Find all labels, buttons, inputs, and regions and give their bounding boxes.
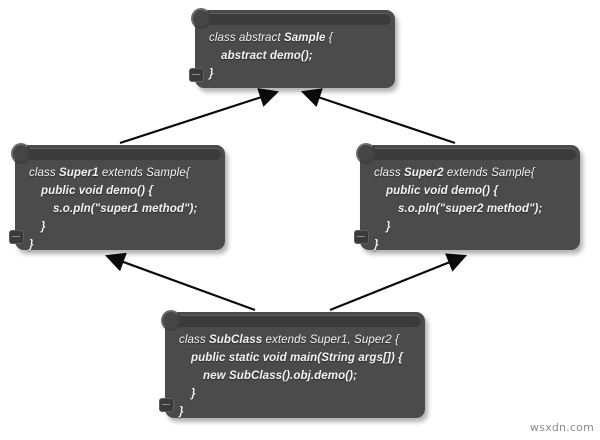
box-titlebar xyxy=(199,13,391,25)
class-name-sample: Sample xyxy=(284,32,326,44)
corner-tab-icon xyxy=(9,230,24,244)
box-titlebar xyxy=(19,148,221,160)
corner-tab-icon xyxy=(159,398,174,412)
code-line-declaration: class Super1 extends Sample{ xyxy=(29,167,190,179)
corner-curl-icon xyxy=(191,8,211,29)
class-name-super2: Super2 xyxy=(404,167,444,179)
box-titlebar xyxy=(364,148,576,160)
code-line-method: public void demo() { xyxy=(386,185,498,197)
code-line-method-close: } xyxy=(41,221,46,233)
class-box-sample[interactable]: class abstract Sample { abstract demo();… xyxy=(189,8,395,91)
edge-subclass-to-super1 xyxy=(104,252,256,312)
code-line-statement: new SubClass().obj.demo(); xyxy=(203,370,358,382)
code-line-close: } xyxy=(29,239,34,251)
class-name-super1: Super1 xyxy=(59,167,99,179)
class-box-super1[interactable]: class Super1 extends Sample{ public void… xyxy=(9,143,225,251)
corner-tab-icon xyxy=(354,230,369,244)
code-line-method: public static void main(String args[]) { xyxy=(191,352,403,364)
edge-super1-to-sample xyxy=(119,88,280,145)
edge-subclass-to-super2 xyxy=(329,253,468,312)
corner-curl-icon xyxy=(11,143,31,164)
corner-tab-icon xyxy=(189,68,204,82)
code-line-statement: s.o.pln("super2 method"); xyxy=(398,203,543,215)
corner-curl-icon xyxy=(161,310,181,331)
code-line-declaration: class SubClass extends Super1, Super2 { xyxy=(179,334,399,346)
class-box-super2[interactable]: class Super2 extends Sample{ public void… xyxy=(354,143,580,251)
code-line-method-close: } xyxy=(191,388,196,400)
code-line-method: public void demo() { xyxy=(41,185,153,197)
class-code-body: class Super2 extends Sample{ public void… xyxy=(360,145,580,262)
code-line-close: } xyxy=(179,406,184,418)
class-code-body: class abstract Sample { abstract demo();… xyxy=(195,10,395,91)
corner-curl-icon xyxy=(356,143,376,164)
code-line-declaration: class abstract Sample { xyxy=(209,32,333,44)
class-code-body: class Super1 extends Sample{ public void… xyxy=(15,145,225,262)
code-line-method-close: } xyxy=(386,221,391,233)
edge-super2-to-sample xyxy=(300,88,456,145)
class-name-subclass: SubClass xyxy=(209,334,263,346)
code-line-close: } xyxy=(374,239,379,251)
code-line-close: } xyxy=(209,68,214,80)
code-line-statement: s.o.pln("super1 method"); xyxy=(53,203,198,215)
code-line-member: abstract demo(); xyxy=(221,50,313,62)
code-line-declaration: class Super2 extends Sample{ xyxy=(374,167,535,179)
class-code-body: class SubClass extends Super1, Super2 { … xyxy=(165,312,425,429)
watermark: wsxdn.com xyxy=(530,421,594,434)
box-titlebar xyxy=(169,315,421,327)
class-box-subclass[interactable]: class SubClass extends Super1, Super2 { … xyxy=(159,310,425,418)
